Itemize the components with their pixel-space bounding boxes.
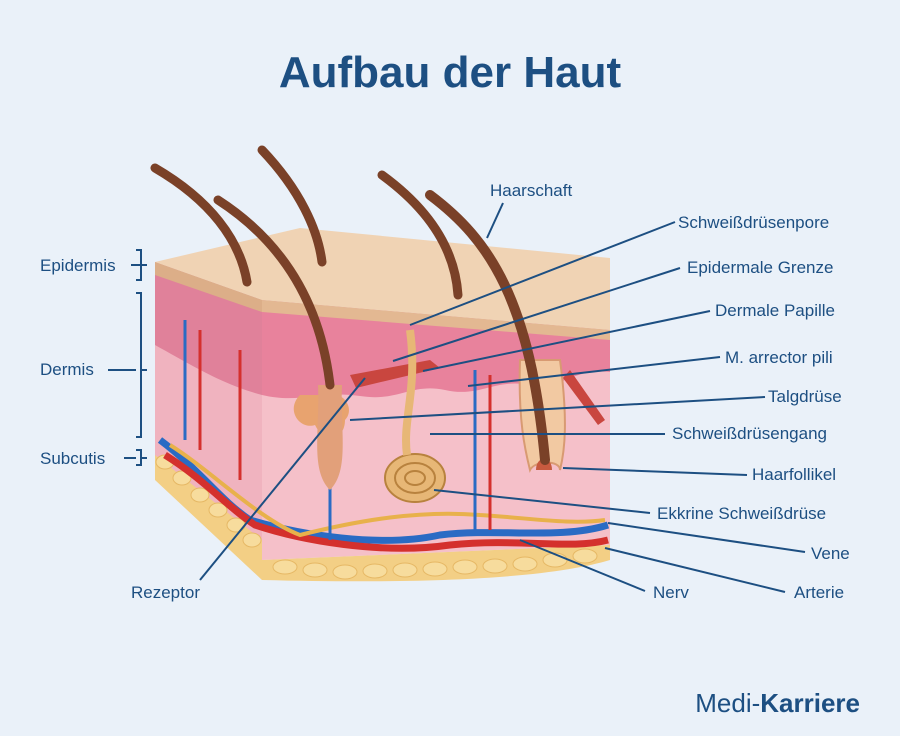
label-dermale-papille: Dermale Papille	[715, 301, 835, 321]
label-talgdruese: Talgdrüse	[768, 387, 842, 407]
label-schweissdruesenpore: Schweißdrüsenpore	[678, 213, 829, 233]
label-haarfollikel: Haarfollikel	[752, 465, 836, 485]
hair-bulb	[317, 385, 343, 490]
label-epidermale-grenze: Epidermale Grenze	[687, 258, 833, 278]
label-nerv: Nerv	[653, 583, 689, 603]
label-arrector-pili: M. arrector pili	[725, 348, 833, 368]
label-haarschaft: Haarschaft	[490, 181, 572, 201]
brand-logo: Medi-Karriere	[695, 688, 860, 719]
label-arterie: Arterie	[794, 583, 844, 603]
label-subcutis: Subcutis	[40, 449, 105, 469]
label-epidermis: Epidermis	[40, 256, 116, 276]
page-title: Aufbau der Haut	[0, 48, 900, 98]
logo-part1: Medi-	[695, 688, 760, 718]
label-ekkrine-schweissdruese: Ekkrine Schweißdrüse	[657, 504, 826, 524]
label-vene: Vene	[811, 544, 850, 564]
label-dermis: Dermis	[40, 360, 94, 380]
label-schweissdruesengang: Schweißdrüsengang	[672, 424, 827, 444]
label-rezeptor: Rezeptor	[131, 583, 200, 603]
logo-part2: Karriere	[760, 688, 860, 718]
left-brackets	[108, 250, 147, 465]
